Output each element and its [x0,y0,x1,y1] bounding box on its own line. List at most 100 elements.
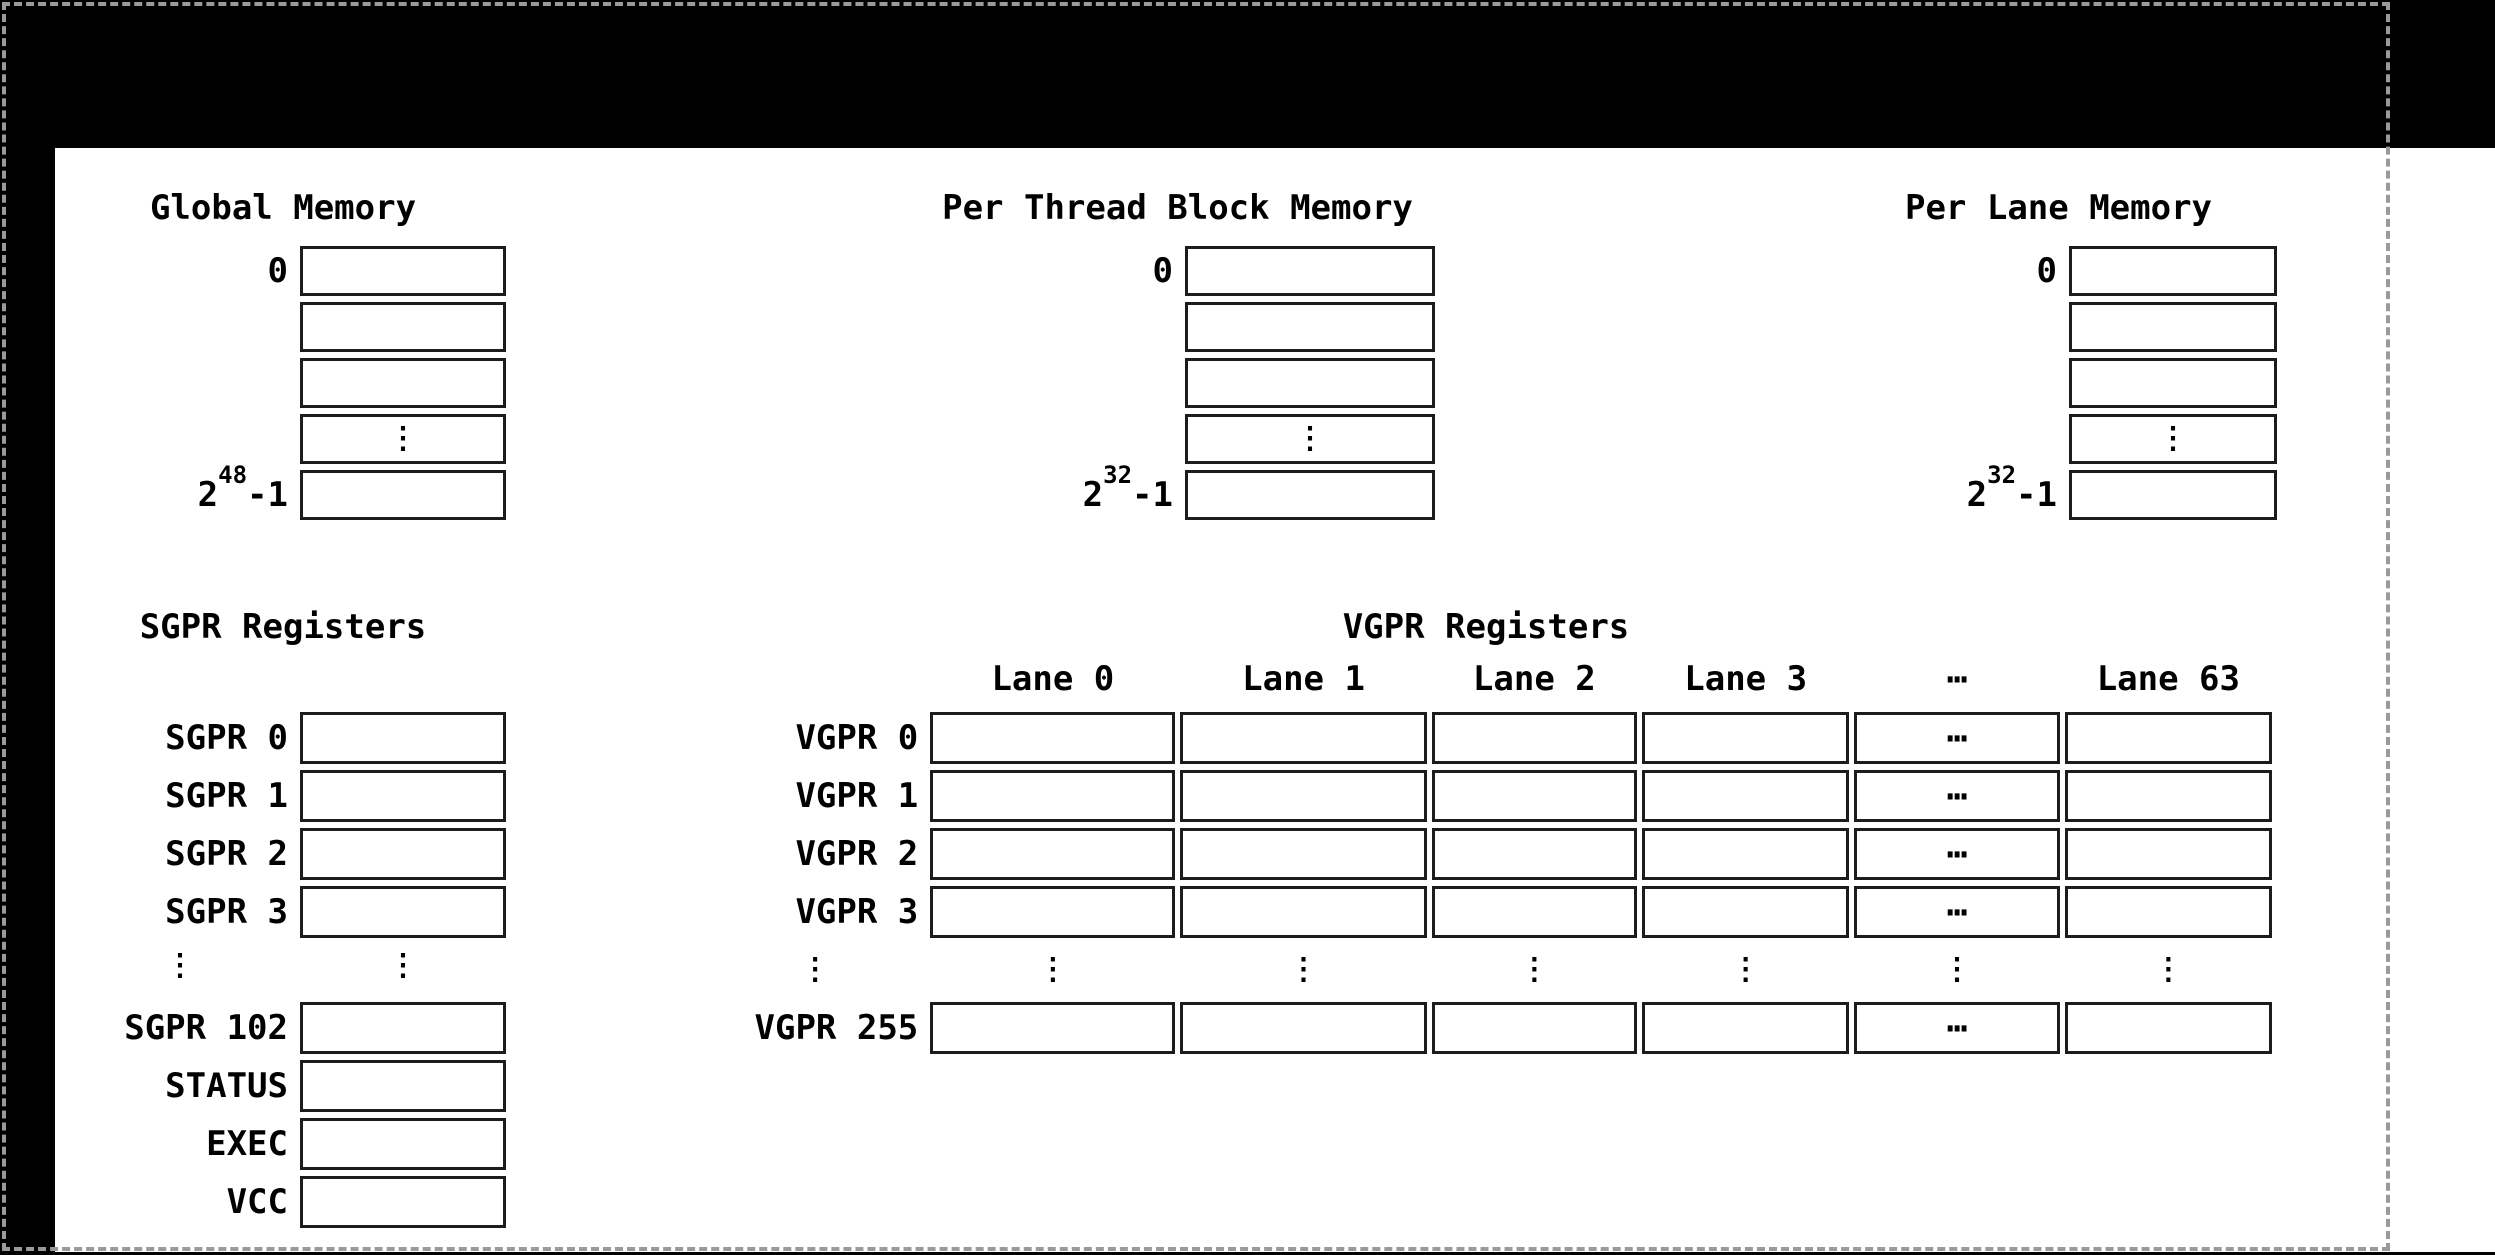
vgpr-title: VGPR Registers [1342,607,1630,647]
memory-cell [1185,302,1435,352]
sgpr-register-box [300,770,506,822]
vertical-ellipsis: ⋮ [1730,952,1761,987]
vgpr-row-label: VGPR 0 [795,718,919,758]
horizontal-ellipsis: ⋯ [1946,718,1968,758]
lane-header: Lane 2 [1472,659,1596,699]
address-label-last: 232-1 [1082,460,1173,515]
vgpr-register-box [930,1002,1176,1054]
vertical-ellipsis: ⋮ [388,948,418,983]
vgpr-row-label: VGPR 2 [795,834,919,874]
sgpr-row: VCC [60,1176,506,1228]
sgpr-row: SGPR 1 [60,770,506,822]
vgpr-register-box [1180,828,1427,880]
lane-header-spacer [700,662,930,696]
sgpr-title: SGPR Registers [139,607,427,647]
vgpr-register-box [930,712,1176,764]
sgpr-row-label: SGPR 102 [124,1008,288,1048]
vgpr-register-box-ellipsis: ⋯ [1854,1002,2060,1054]
horizontal-ellipsis: ⋯ [1946,892,1968,932]
vgpr-row-label: VGPR 255 [754,1008,919,1048]
sgpr-row: SGPR 3 [60,886,506,938]
vgpr-row: VGPR 2 ⋯ [700,828,2272,880]
memory-row: 232-1 [920,460,1435,520]
vgpr-rows: VGPR 0 ⋯ VGPR 1 ⋯ VGPR 2 [700,712,2272,1054]
vgpr-register-box [930,828,1176,880]
address-label-first: 0 [1152,251,1173,291]
address-gutter [920,414,1185,464]
exponent: 32 [1987,460,2017,489]
vertical-ellipsis: ⋮ [2158,421,2188,456]
global-memory-section: Global Memory 0 ⋮ 248-1 [60,188,506,526]
sgpr-row: SGPR 0 [60,712,506,764]
memory-cell [2069,470,2277,520]
address-gutter [60,414,300,464]
lane-header: Lane 3 [1684,659,1808,699]
sgpr-row: EXEC [60,1118,506,1170]
vertical-ellipsis: ⋮ [1519,952,1550,987]
address-gutter [1840,302,2069,352]
lane-header: Lane 0 [991,659,1115,699]
address-gutter [920,358,1185,408]
memory-row [920,302,1435,352]
per-lane-memory-title: Per Lane Memory [1904,188,2213,228]
exec-register-label: EXEC [206,1124,288,1164]
vertical-ellipsis: ⋮ [1037,952,1068,987]
sgpr-row-label: SGPR 1 [165,776,288,816]
memory-cell [300,246,506,296]
vgpr-register-box [1180,770,1427,822]
address-gutter [1840,414,2069,464]
vgpr-register-box [1431,828,1637,880]
sgpr-row: STATUS [60,1060,506,1112]
vgpr-row-label: VGPR 1 [795,776,919,816]
sgpr-register-box [300,828,506,880]
vgpr-row: VGPR 3 ⋯ [700,886,2272,938]
vgpr-register-box [2064,828,2272,880]
vgpr-register-box [1642,886,1850,938]
vgpr-register-box [1431,886,1637,938]
vgpr-register-box [930,886,1176,938]
memory-cell [300,470,506,520]
sgpr-row-label: SGPR 2 [165,834,288,874]
memory-cell [1185,246,1435,296]
address-label-first: 0 [2036,251,2057,291]
per-lane-memory-section: Per Lane Memory 0 ⋮ 232-1 [1840,188,2277,526]
memory-row [60,358,506,408]
vgpr-register-box [1180,712,1427,764]
status-register-box [300,1060,506,1112]
memory-cell [300,302,506,352]
horizontal-ellipsis: ⋯ [1946,776,1968,816]
vgpr-register-box [2064,712,2272,764]
horizontal-ellipsis: ⋯ [1946,1008,1968,1048]
sgpr-register-box [300,886,506,938]
vgpr-register-box [1431,770,1637,822]
vertical-ellipsis: ⋮ [800,952,831,987]
status-register-label: STATUS [165,1066,288,1106]
lane-header-ellipsis: ⋯ [1946,659,1968,699]
vgpr-register-box [1431,712,1637,764]
address-label-last: 232-1 [1966,460,2057,515]
memory-row [1840,358,2277,408]
vgpr-row: VGPR 1 ⋯ [700,770,2272,822]
vgpr-register-box [2064,770,2272,822]
vgpr-row: VGPR 255 ⋯ [700,1002,2272,1054]
memory-row: ⋮ [60,414,506,464]
vcc-register-box [300,1176,506,1228]
vertical-ellipsis: ⋮ [388,421,418,456]
memory-row: 248-1 [60,463,506,520]
address-gutter [1840,358,2069,408]
vertical-ellipsis: ⋮ [165,948,195,983]
sgpr-registers-section: SGPR Registers SGPR 0 SGPR 1 SGPR 2 SGPR… [60,608,506,1234]
sgpr-row-label: SGPR 0 [165,718,288,758]
sgpr-row: SGPR 102 [60,1002,506,1054]
lane-header: Lane 1 [1242,659,1365,699]
vgpr-register-box [1180,886,1427,938]
vgpr-row: VGPR 0 ⋯ [700,712,2272,764]
vgpr-row-label: VGPR 3 [795,892,919,932]
vgpr-register-box [1431,1002,1637,1054]
memory-row [920,358,1435,408]
memory-row: ⋮ [920,414,1435,464]
memory-row: 0 [60,246,506,296]
vgpr-register-box [1642,712,1850,764]
vgpr-register-box-ellipsis: ⋯ [1854,770,2060,822]
